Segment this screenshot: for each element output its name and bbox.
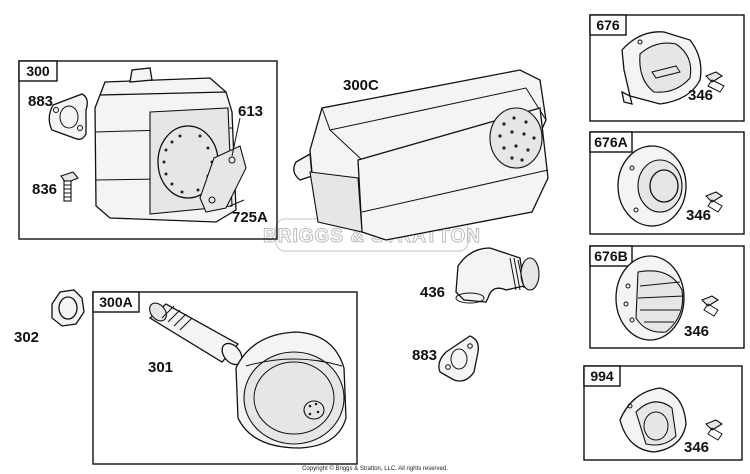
screw-346-a-icon[interactable] (705, 71, 725, 93)
box-300a[interactable]: 300A (92, 291, 358, 465)
box-676[interactable]: 676 (589, 14, 745, 122)
label-883-a: 883 (28, 93, 53, 110)
muffler-300a-icon[interactable] (235, 331, 347, 449)
box-300a-tag: 300A (99, 294, 132, 310)
label-613: 613 (238, 103, 263, 120)
deflector-676b-icon[interactable] (615, 255, 685, 341)
deflector-676a-icon[interactable] (617, 145, 687, 227)
box-994[interactable]: 994 (583, 365, 743, 461)
box-676b-tag: 676B (594, 248, 627, 264)
label-346-a: 346 (688, 87, 713, 104)
screw-346-c-icon[interactable] (701, 295, 720, 317)
box-676b[interactable]: 676B (589, 245, 745, 349)
box-676a[interactable]: 676A (589, 131, 745, 235)
box-300[interactable]: 300 (18, 60, 278, 240)
label-836: 836 (32, 181, 57, 198)
screw-836-icon[interactable] (60, 171, 79, 202)
elbow-436-icon[interactable] (455, 247, 540, 304)
copyright-text: Copyright © Briggs & Stratton, LLC. All … (302, 465, 448, 472)
box-994-tag: 994 (590, 368, 614, 384)
box-676-tag: 676 (596, 17, 620, 33)
deflector-676-icon[interactable] (621, 31, 702, 105)
pipe-301-icon[interactable] (146, 300, 246, 368)
deflector-994-icon[interactable] (619, 387, 687, 453)
label-725a: 725A (232, 209, 268, 226)
nut-302-icon[interactable] (51, 289, 85, 327)
label-883-b: 883 (412, 347, 437, 364)
leader-613 (231, 117, 241, 157)
label-346-b: 346 (686, 207, 711, 224)
screw-346-b-icon[interactable] (705, 191, 724, 213)
muffler-300c-icon[interactable] (293, 69, 549, 241)
gasket-883-b-icon[interactable] (438, 335, 479, 382)
muffler-300-icon[interactable] (94, 67, 247, 223)
label-301: 301 (148, 359, 173, 376)
label-436: 436 (420, 284, 445, 301)
box-676a-tag: 676A (594, 134, 627, 150)
screw-346-d-icon[interactable] (705, 419, 724, 441)
label-300c: 300C (343, 77, 379, 94)
box-300-tag: 300 (26, 63, 50, 79)
leader-725a (229, 199, 245, 207)
label-346-d: 346 (684, 439, 709, 456)
label-302: 302 (14, 329, 39, 346)
gasket-883-icon[interactable] (48, 93, 88, 140)
label-346-c: 346 (684, 323, 709, 340)
